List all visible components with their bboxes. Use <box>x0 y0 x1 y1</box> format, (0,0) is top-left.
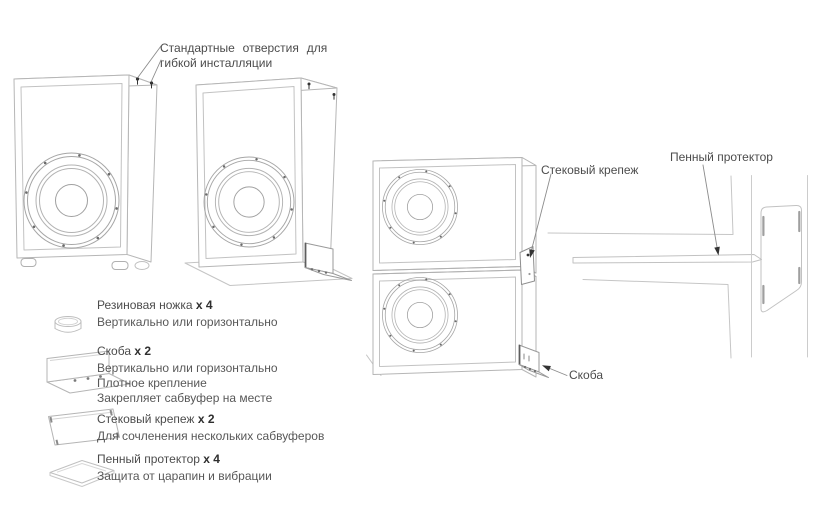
holes-leader-line <box>151 59 162 82</box>
foam-arrowhead <box>714 246 720 256</box>
cabinet-side <box>126 74 158 263</box>
cabinet-side <box>300 77 338 271</box>
single-subwoofer-drawing <box>13 74 158 270</box>
upper-cabinet-edge <box>547 175 734 235</box>
foam-strip <box>572 254 762 264</box>
stack-mount-callout: Стековый крепеж <box>541 163 639 177</box>
bracket-arrowhead <box>542 365 551 372</box>
stack-mount-arrowhead <box>529 249 535 258</box>
mounting-bracket <box>518 344 549 378</box>
standard-holes-line1: Стандартные отверстия для <box>160 41 328 55</box>
callout-leader-lines <box>137 45 720 376</box>
front-border <box>379 276 516 367</box>
rubber-foot <box>20 258 37 267</box>
rubber-foot <box>134 261 150 270</box>
foam-pad-strips <box>762 210 801 305</box>
foam-leader-line <box>702 164 718 251</box>
front-border <box>202 86 297 259</box>
mounting-bracket <box>304 242 352 281</box>
standard-holes-callout: Стандартные отверстия для гибкой инсталл… <box>160 41 327 71</box>
foam-pad <box>760 204 802 313</box>
standard-holes-line2: гибкой инсталляции <box>160 56 273 70</box>
cabinet-front <box>195 77 304 268</box>
side-panel-edges <box>751 175 808 358</box>
stack-seam <box>372 266 537 277</box>
cabinet-front <box>13 74 130 259</box>
foam-protector-callout: Пенный протектор <box>670 150 773 164</box>
rubber-foot <box>111 261 129 270</box>
stack-junction-detail-drawing <box>547 175 808 359</box>
stack-mount-leader-line <box>530 173 552 255</box>
lower-cabinet-edge <box>582 279 732 359</box>
stacked-subwoofers-drawing <box>366 157 549 378</box>
holes-leader-line <box>137 45 162 78</box>
bracket-subwoofer-drawing <box>184 77 353 286</box>
front-border <box>379 164 516 264</box>
mounting-holes <box>135 77 154 89</box>
front-border <box>20 83 123 251</box>
bracket-callout: Скоба <box>569 368 603 382</box>
mounting-holes <box>307 82 336 100</box>
